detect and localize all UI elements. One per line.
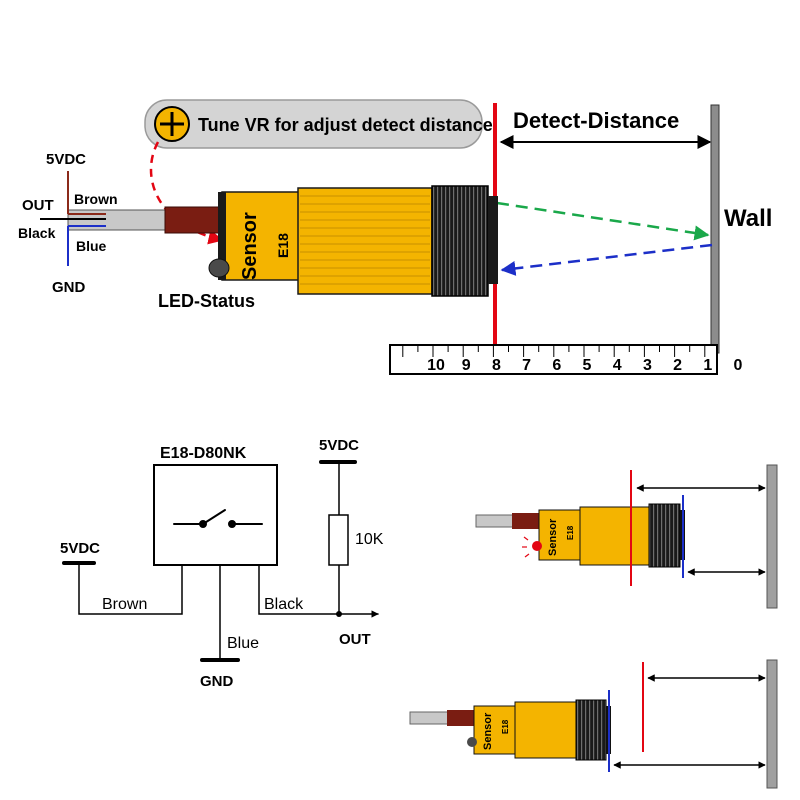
out-junction bbox=[336, 611, 342, 617]
module-label: E18-D80NK bbox=[160, 445, 247, 462]
detect-distance-label: Detect-Distance bbox=[513, 108, 679, 133]
led-status-label: LED-Status bbox=[158, 291, 255, 311]
reflected-beam bbox=[500, 243, 713, 276]
sensor-back-plate bbox=[218, 192, 226, 280]
ruler-tick-label: 4 bbox=[613, 357, 622, 374]
wall-label: Wall bbox=[724, 205, 772, 232]
sensor-body bbox=[221, 191, 301, 281]
ruler-tick-label: 2 bbox=[673, 357, 682, 374]
potentiometer-icon bbox=[154, 106, 190, 142]
sensor-model-label: E18 bbox=[275, 233, 291, 258]
small1-cable bbox=[475, 514, 515, 528]
top-diagram: Tune VR for adjust detect distance Detec… bbox=[18, 99, 772, 375]
ruler-tick-label: 9 bbox=[462, 357, 471, 374]
schematic-5vdc-top: 5VDC bbox=[319, 437, 359, 454]
small2-wall bbox=[766, 659, 778, 789]
emitted-beam bbox=[496, 201, 710, 241]
sensor-label: Sensor bbox=[239, 212, 261, 280]
small2-sensor-body bbox=[473, 705, 517, 755]
ruler-tick-label: 7 bbox=[522, 357, 531, 374]
ruler-tick-label: 6 bbox=[552, 357, 561, 374]
resistor-label: 10K bbox=[355, 531, 384, 548]
wire-5vdc-label: 5VDC bbox=[46, 151, 86, 168]
ruler-tick-label: 5 bbox=[583, 357, 592, 374]
schematic-out-label: OUT bbox=[339, 631, 371, 648]
schematic-black-label: Black bbox=[264, 596, 304, 613]
small2-led-off bbox=[467, 737, 477, 747]
switch-symbol bbox=[173, 509, 263, 528]
small2-sensor-label: Sensor bbox=[482, 712, 494, 750]
ruler-tick-label: 0 bbox=[734, 357, 743, 374]
wire-brown-label: Brown bbox=[74, 191, 118, 207]
small1-sensor-label: Sensor bbox=[547, 518, 559, 556]
tune-label: Tune VR for adjust detect distance bbox=[198, 115, 493, 135]
ruler-tick-label: 3 bbox=[643, 357, 652, 374]
small1-led-on bbox=[532, 541, 542, 551]
small-diagram-detected: Sensor E18 bbox=[475, 464, 778, 609]
schematic-5vdc-left: 5VDC bbox=[60, 540, 100, 557]
small1-sensor-tube bbox=[579, 506, 651, 566]
small1-strain-relief bbox=[512, 513, 539, 529]
schematic-brown-label: Brown bbox=[102, 596, 147, 613]
small1-led-glow-icon bbox=[522, 536, 530, 558]
sensor-lens bbox=[488, 196, 498, 284]
status-led bbox=[208, 258, 230, 278]
small2-sensor-thread bbox=[575, 699, 607, 761]
small-diagram-not-detected: Sensor E18 bbox=[409, 659, 778, 789]
schematic-blue-label: Blue bbox=[227, 635, 259, 652]
small1-wall bbox=[766, 464, 778, 609]
ruler-tick-label: 10 bbox=[427, 357, 445, 374]
wire-gnd-label: GND bbox=[52, 279, 86, 296]
wire-black-label: Black bbox=[18, 225, 56, 241]
tune-callout-box bbox=[144, 99, 483, 149]
small1-sensor-thread bbox=[648, 503, 681, 568]
wire-blue-label: Blue bbox=[76, 238, 107, 254]
sensor-tube-stripes bbox=[300, 195, 430, 285]
small2-strain-relief bbox=[447, 710, 474, 726]
pullup-resistor bbox=[328, 514, 349, 566]
small1-model-label: E18 bbox=[566, 525, 575, 540]
small2-cable bbox=[409, 711, 449, 725]
small2-sensor-tube bbox=[514, 701, 578, 759]
ruler-tick-label: 8 bbox=[492, 357, 501, 374]
schematic-gnd-label: GND bbox=[200, 673, 234, 690]
ruler-tick-marks bbox=[402, 346, 706, 357]
wire-out-label: OUT bbox=[22, 197, 54, 214]
strain-relief bbox=[164, 206, 221, 234]
sensor-thread bbox=[431, 185, 489, 297]
small2-model-label: E18 bbox=[501, 719, 510, 734]
schematic-wires bbox=[62, 460, 379, 662]
wall bbox=[710, 104, 720, 354]
small1-sensor-body bbox=[538, 509, 582, 561]
schematic: E18-D80NK 10K 5VDC 5VDC Brown Black bbox=[60, 437, 384, 690]
ruler-tick-label: 1 bbox=[703, 357, 712, 374]
